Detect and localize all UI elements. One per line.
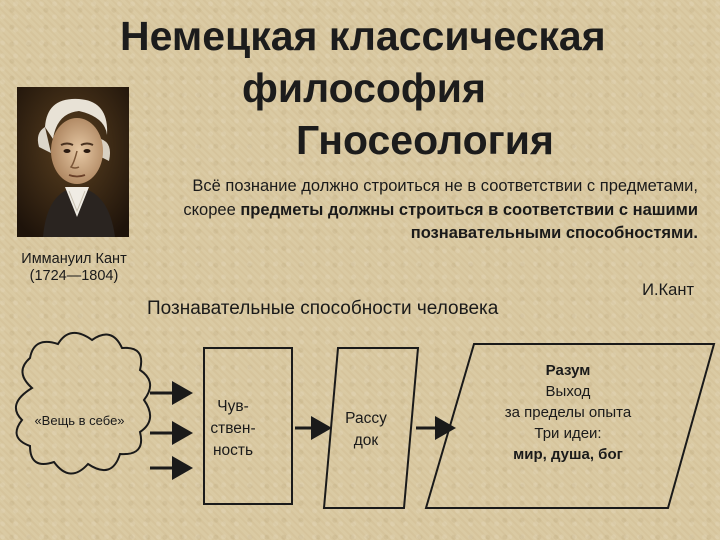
title-line-2: философия [242, 65, 486, 111]
understanding-line-2: док [353, 432, 379, 449]
quote-end: . [693, 224, 698, 242]
sensibility-line-3: ность [212, 442, 254, 459]
thing-in-itself-label: «Вещь в себе» [34, 413, 125, 428]
sensibility-box [203, 347, 293, 505]
reason-line-1: Выход [545, 383, 591, 400]
reason-line-3: Три идеи: [534, 425, 602, 442]
reason-title: Разум [545, 362, 591, 379]
sensibility-line-2: ствен- [210, 420, 256, 437]
title-line-3: Гносеология [296, 117, 554, 163]
reason-box [424, 343, 716, 509]
quote-emphasis: предметы должны строиться в соответствии… [240, 200, 698, 243]
portrait-caption-name: Иммануил Кант [21, 251, 127, 267]
title-line-1: Немецкая классическая [120, 13, 606, 59]
section-subtitle: Познавательные способности человека [147, 298, 499, 319]
thing-in-itself-cloud [14, 332, 151, 475]
reason-label: Разум Выход за пределы опыта Три идеи: м… [476, 360, 660, 465]
kant-quote: Всё познание должно строиться не в соотв… [178, 175, 698, 246]
reason-line-2: за пределы опыта [504, 404, 632, 421]
sensibility-label: Чув- ствен- ность [196, 396, 270, 462]
sensibility-line-1: Чув- [217, 398, 249, 415]
understanding-line-1: Рассу [345, 410, 387, 427]
portrait-caption-years: (1724—1804) [29, 268, 119, 284]
understanding-label: Рассу док [332, 408, 400, 452]
reason-ideas: мир, душа, бог [513, 446, 623, 463]
understanding-box [322, 347, 420, 509]
quote-author: И.Кант [642, 281, 694, 299]
quote-text: Всё познание должно строиться не в соотв… [183, 177, 698, 219]
kant-portrait [17, 87, 129, 237]
